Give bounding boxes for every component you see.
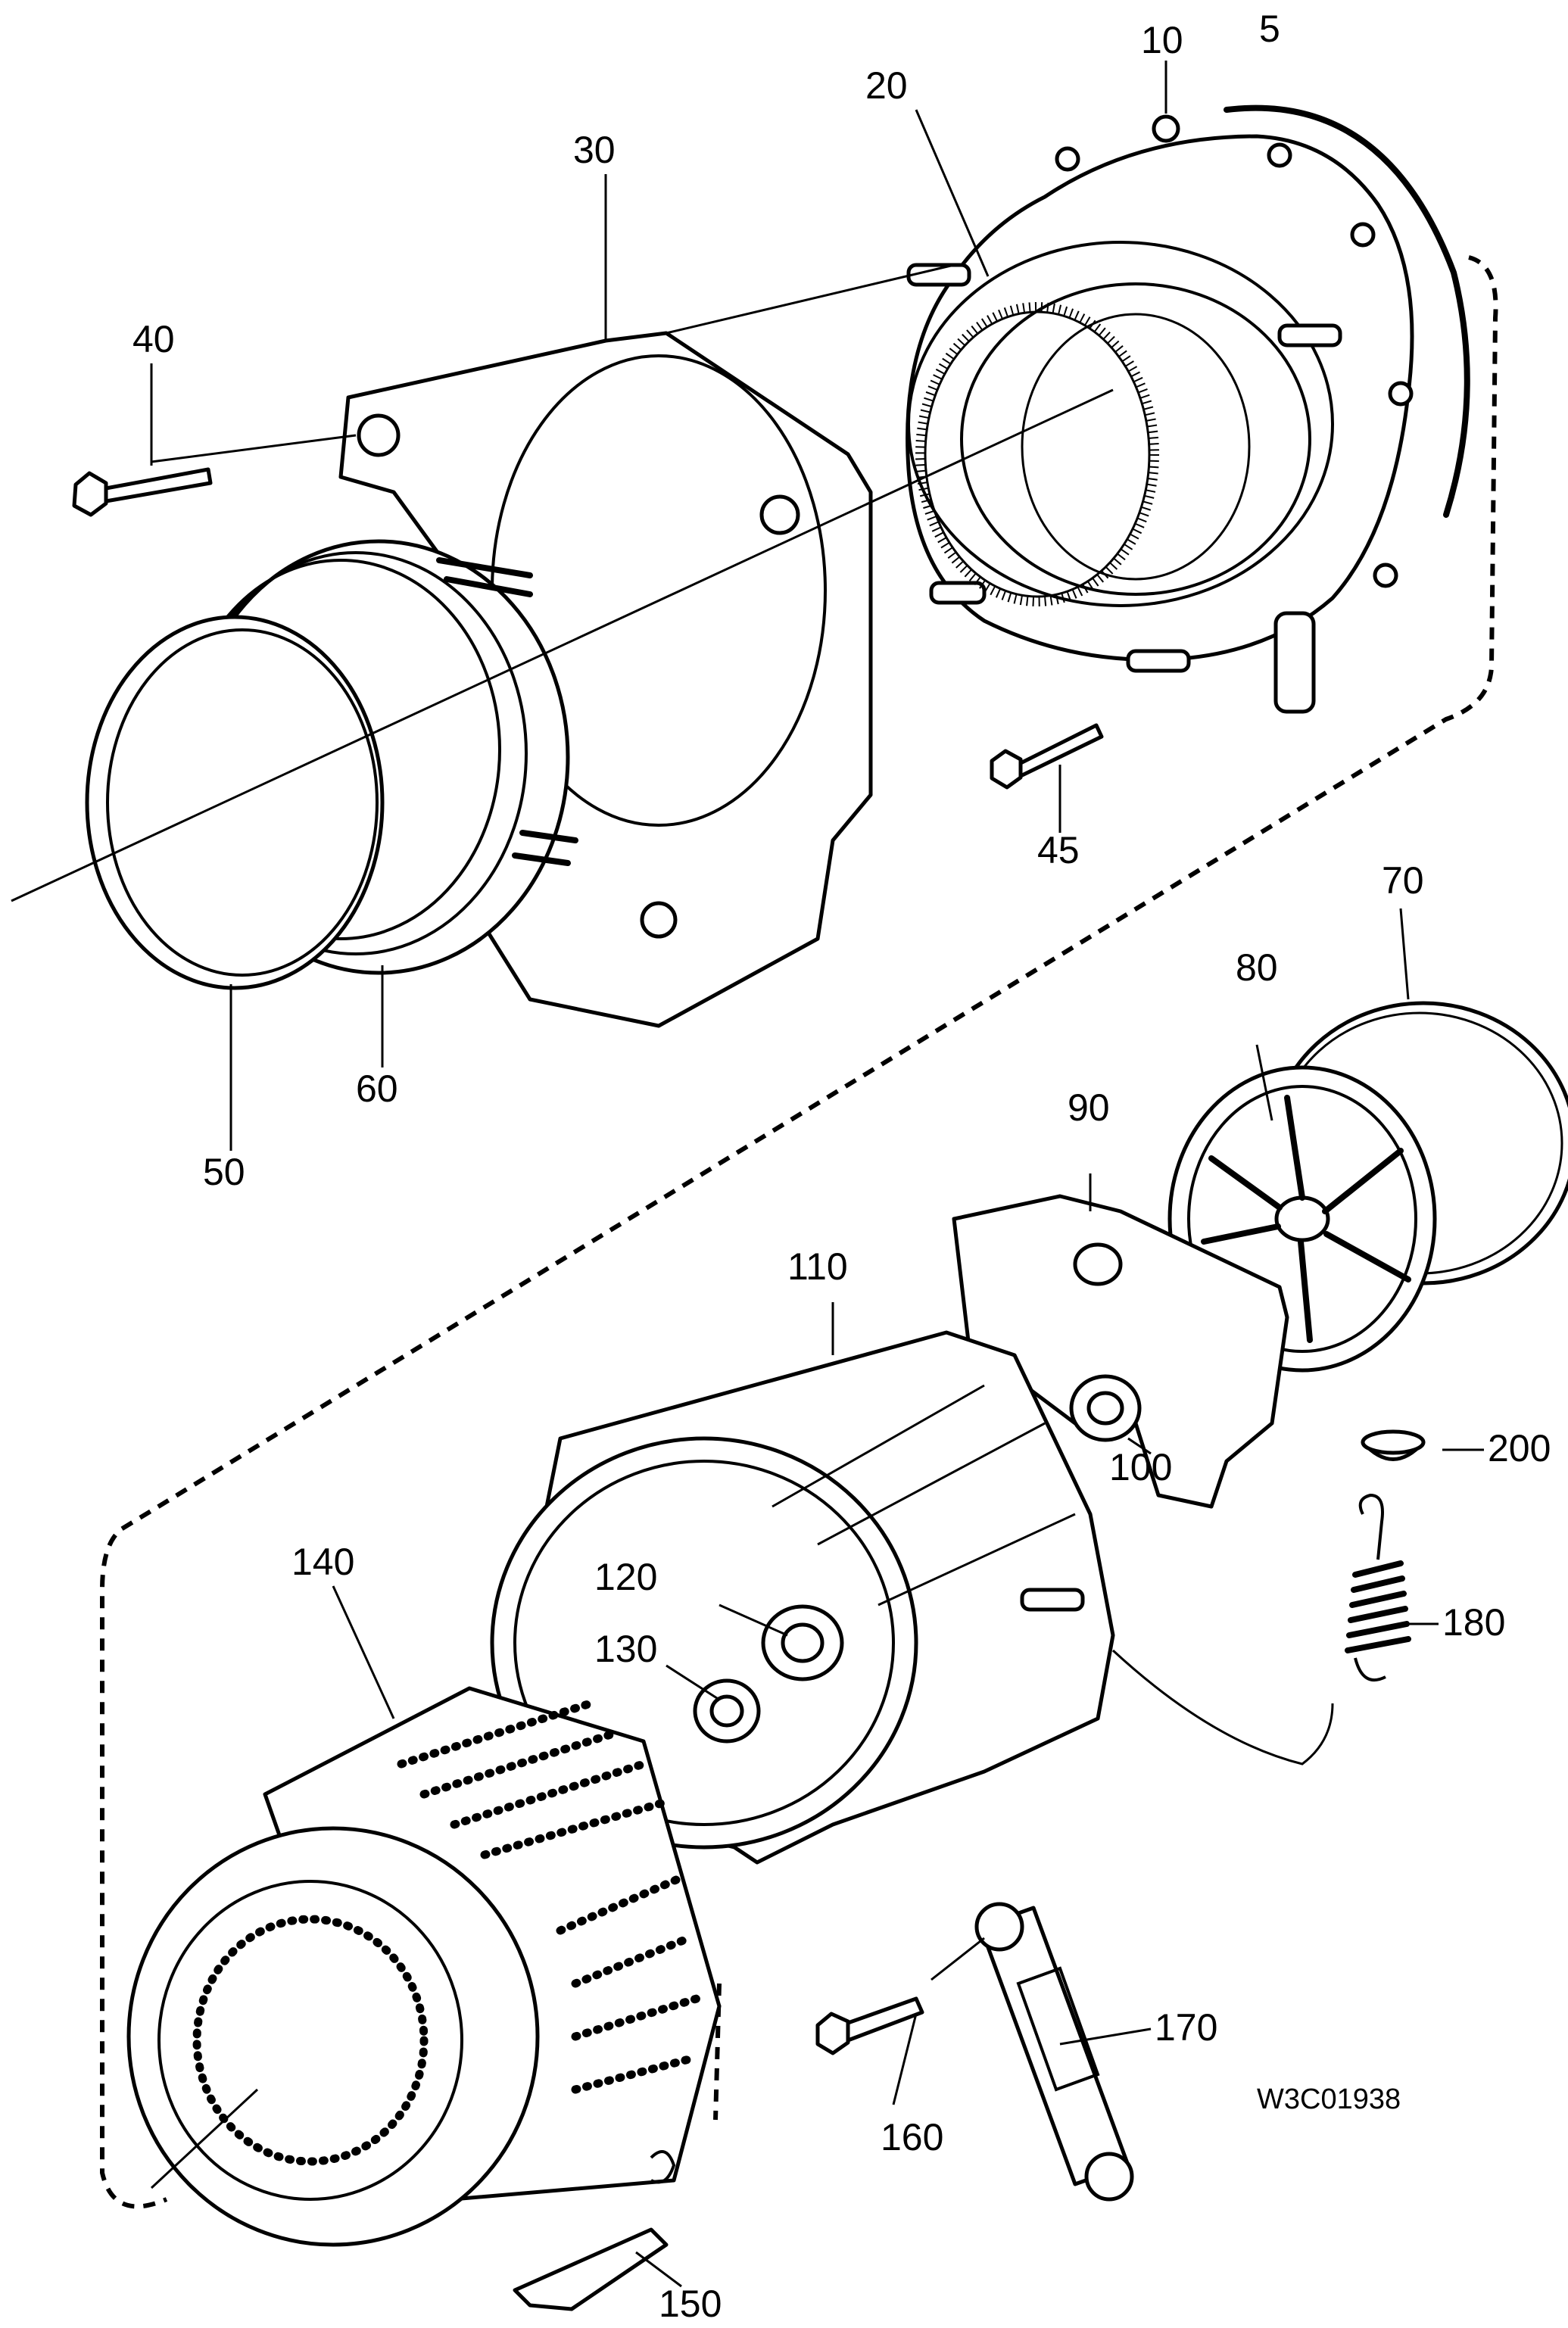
label-20: 20 [865, 64, 908, 107]
part-200-cap [1361, 1429, 1426, 1461]
part-130-seal [693, 1678, 761, 1744]
part-120-bearing [761, 1604, 844, 1681]
label-60: 60 [356, 1067, 398, 1110]
label-140: 140 [291, 1541, 354, 1583]
leader-lines [11, 61, 1484, 2288]
part-110-rear-tub [490, 1330, 1115, 1865]
label-40: 40 [132, 318, 175, 360]
part-40-screw [72, 467, 213, 517]
assembly-bracket [100, 255, 1498, 2209]
part-45-screw [990, 723, 1104, 790]
part-30-boss-2 [759, 494, 800, 535]
label-110: 110 [787, 1245, 848, 1288]
part-180-spring [1345, 1493, 1411, 1681]
label-120: 120 [594, 1556, 657, 1598]
part-150-spring-clip [650, 2150, 676, 2184]
label-170: 170 [1155, 2006, 1217, 2049]
part-20-toothed-ring [915, 302, 1159, 606]
part-140-drum [126, 1686, 722, 2247]
label-30: 30 [573, 129, 616, 171]
label-180: 180 [1442, 1601, 1505, 1644]
part-labels: 5 10 20 30 40 45 60 50 70 80 90 110 100 … [132, 8, 1551, 2325]
part-100-bearing [1069, 1374, 1142, 1442]
part-50-clamp-ring [85, 615, 385, 990]
part-150-pad [513, 2227, 669, 2311]
label-100: 100 [1109, 1446, 1172, 1488]
drawing-code: W3C01938 [1257, 2083, 1401, 2115]
part-5-seal-arc [1224, 104, 1470, 518]
label-200: 200 [1488, 1427, 1551, 1469]
label-130: 130 [594, 1628, 657, 1670]
label-90: 90 [1068, 1086, 1110, 1129]
part-90-hub [1073, 1242, 1123, 1286]
label-45: 45 [1037, 829, 1080, 871]
part-30-boss-1 [357, 413, 401, 457]
label-5: 5 [1259, 8, 1280, 50]
label-80: 80 [1236, 946, 1278, 989]
label-70: 70 [1382, 859, 1424, 902]
part-170-damper [974, 1902, 1134, 2202]
label-10: 10 [1141, 19, 1183, 61]
part-10-front-tub [906, 114, 1414, 714]
part-160-bolt [815, 1996, 924, 2055]
label-160: 160 [881, 2116, 943, 2158]
label-50: 50 [203, 1151, 245, 1193]
label-150: 150 [659, 2283, 722, 2325]
part-30-boss-3 [640, 901, 678, 939]
